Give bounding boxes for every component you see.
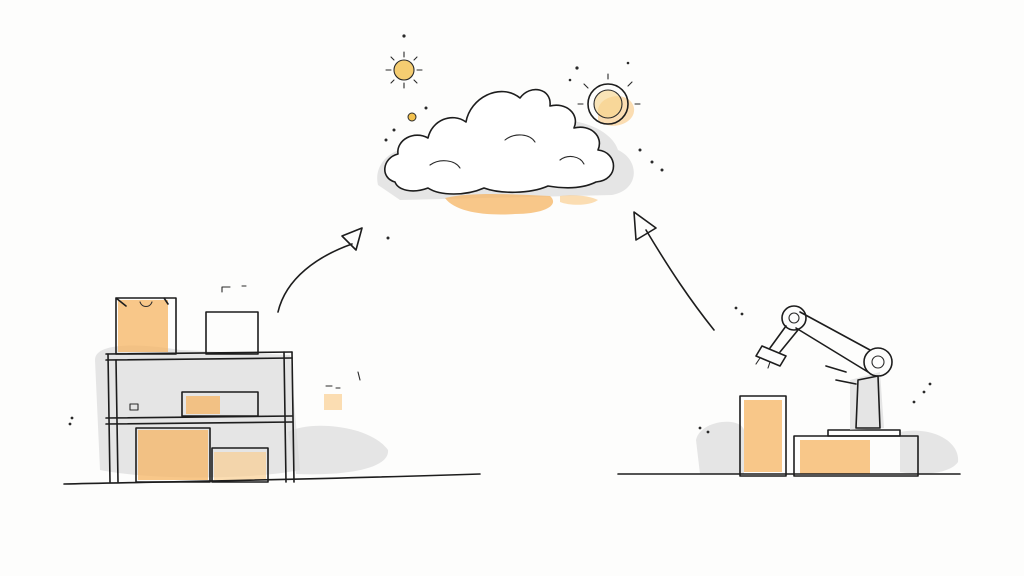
robot-base-plate — [827, 429, 901, 437]
left-arrow — [277, 227, 363, 313]
bottom-box-1 — [135, 427, 211, 483]
small-sun-orb — [407, 112, 417, 122]
small-sun-fill — [394, 60, 414, 80]
robot-shoulder-inner — [788, 312, 800, 324]
top-box-1-wash — [118, 300, 168, 352]
large-sun-icon — [577, 73, 641, 126]
cloud — [377, 88, 634, 215]
top-box-2 — [205, 311, 259, 355]
robot-elbow-inner — [871, 355, 885, 369]
left-arrow-head — [341, 227, 363, 251]
cloud-outline — [384, 88, 615, 195]
sparkle-dots — [384, 34, 664, 240]
tall-box — [739, 395, 787, 477]
cloud-inner-line-2 — [504, 134, 536, 143]
bottom-box-2 — [211, 447, 269, 483]
top-box-1-handle — [139, 301, 153, 308]
small-sun-icon — [385, 51, 423, 122]
robot-workstation — [696, 305, 959, 477]
floating-box — [324, 394, 342, 410]
bottom-box-2-wash — [214, 452, 266, 480]
warehouse-shelving — [68, 285, 389, 483]
tall-box-wash — [744, 400, 782, 472]
shelf-boards — [105, 351, 293, 425]
large-sun-rays — [577, 73, 641, 105]
left-ground-line — [63, 473, 481, 485]
robot-gripper — [755, 345, 787, 367]
shelf-uprights — [107, 351, 295, 483]
right-arrow — [633, 211, 715, 331]
middle-box-wash — [186, 396, 220, 414]
robot-gripper-fingers — [755, 357, 771, 369]
robot-forearm — [769, 325, 799, 353]
robot-shoulder-joint — [781, 305, 807, 331]
robot-left-wash — [696, 421, 744, 474]
cloud-orange-wash — [445, 194, 554, 215]
cloud-inner-line-3 — [559, 155, 585, 165]
large-sun-inner — [593, 89, 623, 119]
shelving-side-wash — [288, 425, 389, 475]
small-sun-rays — [385, 51, 423, 89]
top-box-2-marks — [221, 285, 247, 293]
right-arrow-head — [633, 211, 657, 241]
robot-right-wash — [900, 430, 959, 474]
large-sun-outer — [587, 83, 629, 125]
middle-box — [181, 391, 259, 417]
base-platform-wash — [800, 440, 870, 474]
cloud-orange-wash-2 — [560, 195, 598, 205]
bottom-box-1-wash — [138, 430, 208, 480]
large-sun-inner-fill — [594, 90, 622, 118]
floating-marks — [325, 371, 361, 389]
cloud-inner-line-1 — [429, 160, 461, 169]
right-arrow-curve — [645, 229, 715, 331]
small-sun-outline — [393, 59, 415, 81]
robot-arm-links — [825, 365, 857, 385]
left-arrow-curve — [277, 243, 353, 313]
middle-small-box — [129, 403, 139, 411]
robot-upper-arm — [795, 311, 871, 373]
robot-elbow-joint — [863, 347, 893, 377]
